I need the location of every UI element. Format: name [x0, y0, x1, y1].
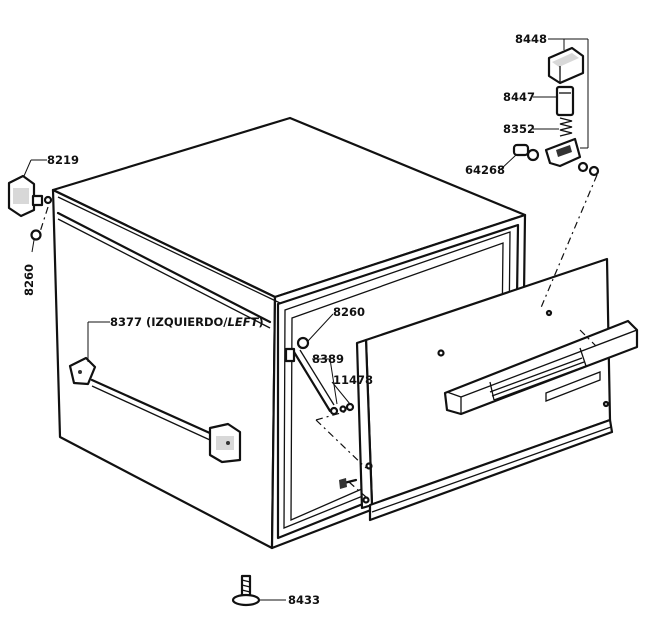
callout-8352: 8352: [503, 122, 535, 136]
leader-lines: [23, 38, 589, 601]
screw-11478: [339, 478, 358, 489]
door-handle: [443, 319, 639, 416]
callout-labels: 8448 8447 8352 64268 8219 8260 8260 8377…: [22, 32, 547, 607]
side-rail-8377: [68, 356, 242, 464]
callout-8447: 8447: [503, 90, 535, 104]
callout-8377: 8377 (IZQUIERDO/LEFT): [110, 315, 264, 329]
callout-8389: 8389: [312, 352, 344, 366]
hinge-assembly: [512, 46, 600, 177]
callout-8377-suffix: ): [258, 315, 263, 329]
callout-11478: 11478: [333, 373, 373, 387]
callout-8260-left: 8260: [22, 264, 36, 296]
callout-8377-italic: LEFT: [228, 315, 260, 329]
callout-8260-door: 8260: [333, 305, 365, 319]
left-hinge-8219: [7, 174, 53, 241]
assembly-guide-lines: [39, 174, 598, 498]
callout-8448: 8448: [515, 32, 547, 46]
callout-8433: 8433: [288, 593, 320, 607]
callout-64268: 64268: [465, 163, 505, 177]
callout-8219: 8219: [47, 153, 79, 167]
levelling-foot-8433: [231, 574, 261, 607]
door-pad-8260: [296, 336, 310, 350]
callout-8377-prefix: 8377 (IZQUIERDO/: [110, 315, 228, 329]
